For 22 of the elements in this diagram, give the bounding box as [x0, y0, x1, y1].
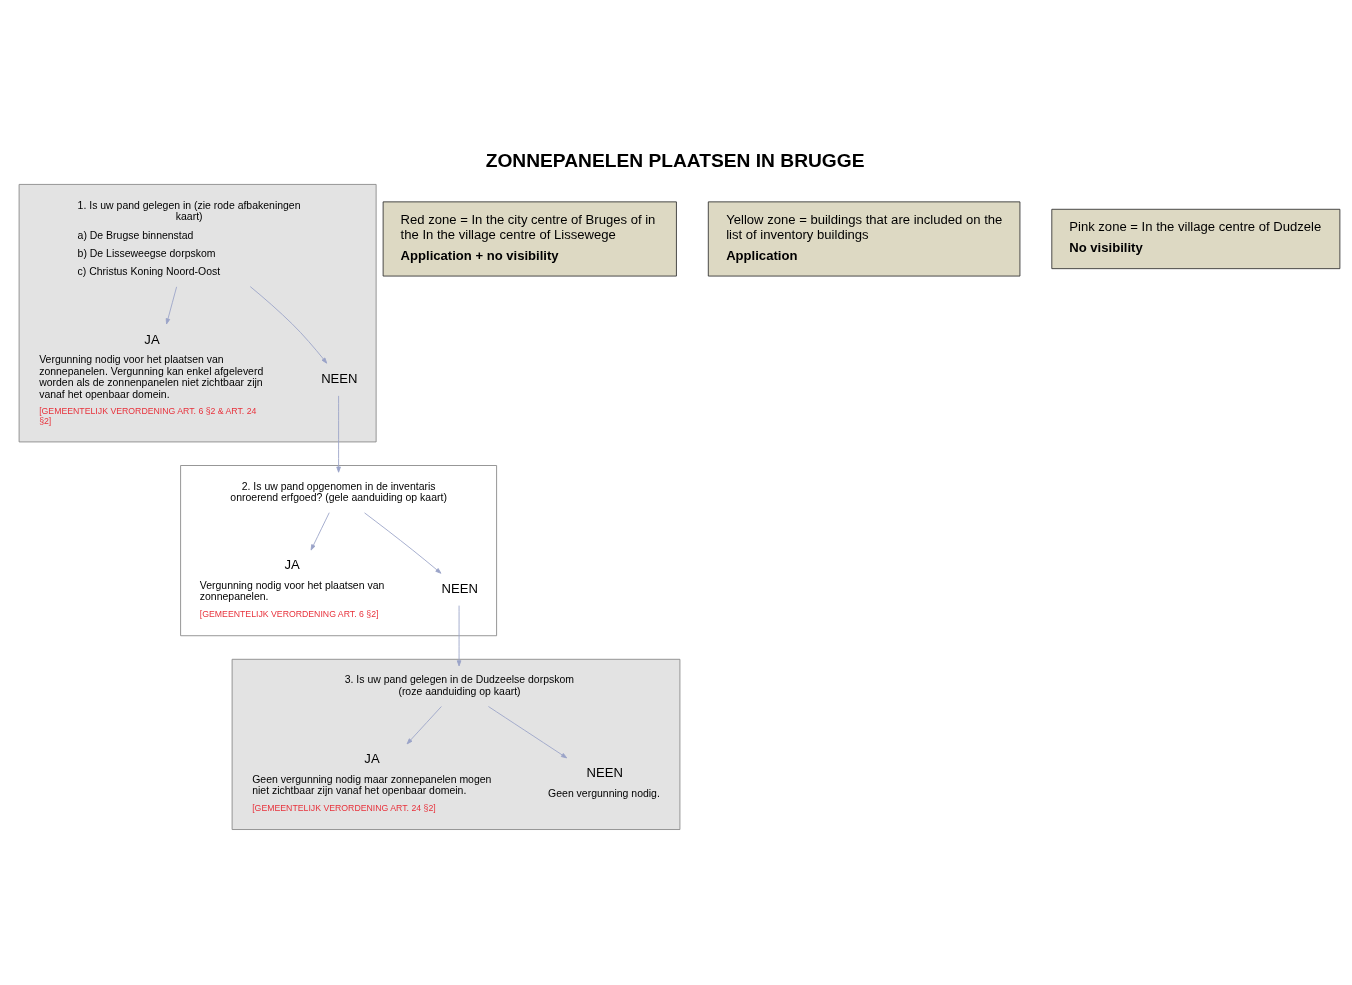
arrow — [456, 604, 462, 666]
node-text: NEEN — [321, 370, 358, 386]
node-box: Red zone = In the city centre of Bruges of in the In the village centre of Lissewege Application + no visibility — [382, 200, 677, 276]
node-text: 2. Is uw pand opgenomen in de inventaris onroerend erfgoed? (gele aanduiding op kaart) — [230, 480, 447, 503]
node-text: NEEN — [441, 580, 478, 596]
node-text: JA Vergunning nodig voor het plaatsen van zonnepanelen. Vergunning kan enkel afgeleverd worden als de zonnenpanelen niet zichtbaar zijn vanaf het openbaar domein. [GEMEENTELIJK VERORDENING ART. 6 §2 & ART. 24 §2] — [39, 331, 264, 426]
node-text: NEEN Geen vergunning nodig. — [548, 764, 660, 799]
arrow — [364, 511, 442, 574]
node-text: 3. Is uw pand gelegen in de Dudzeelse dorpskom (roze aanduiding op kaart) — [344, 673, 575, 697]
node-box: Yellow zone = buildings that are included on the list of inventory buildings Application — [707, 200, 1021, 276]
arrow — [310, 511, 330, 551]
node-text: JA Vergunning nodig voor het plaatsen van zonnepanelen. [GEMEENTELIJK VERORDENING ART. 6 §2] — [199, 556, 385, 619]
node-text: JA Geen vergunning nodig maar zonnepanelen mogen niet zichtbaar zijn vanaf het openbaar domein. [GEMEENTELIJK VERORDENING ART. 24 §2] — [252, 750, 492, 813]
arrow — [487, 705, 568, 758]
arrow — [336, 394, 341, 473]
arrow — [406, 705, 442, 744]
node-text: 1. Is uw pand gelegen in (zie rode afbakeningen kaart) a) De Brugse binnenstad b) De Lisseweegse dorpskom c) Christus Koning Noord-Oost — [77, 199, 301, 277]
arrow — [165, 285, 178, 324]
node-box: Pink zone = In the village centre of Dudzele No visibility — [1051, 208, 1341, 269]
diagram-title: ZONNEPANELEN PLAATSEN IN BRUGGE — [485, 149, 865, 171]
cluster — [18, 183, 377, 442]
arrow — [249, 285, 328, 364]
